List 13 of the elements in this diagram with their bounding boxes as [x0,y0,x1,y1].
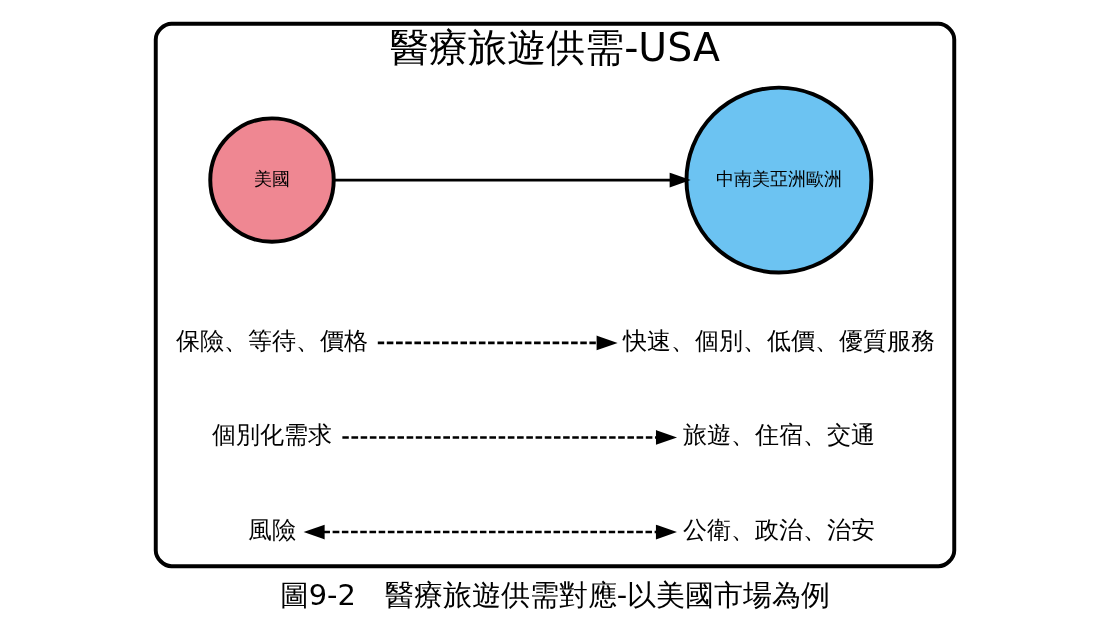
node-text: 風險 [247,515,296,544]
arrow [303,524,677,540]
arrow [342,430,677,445]
node-text: 快速、個別、低價、優質服務 [622,326,935,355]
node-text: 保險、等待、價格 [175,326,368,355]
arrow [334,172,691,188]
node-text: 個別化需求 [211,421,332,450]
node-circle: 中南美亞洲歐洲 [684,85,874,275]
node-text: 公衛、政治、治安 [682,515,875,544]
arrow [377,335,618,351]
node-text: 旅遊、住宿、交通 [682,421,875,450]
caption: 圖9-2 醫療旅遊供需對應-以美國市場為例 [279,578,831,613]
node-circle: 美國 [208,116,336,244]
